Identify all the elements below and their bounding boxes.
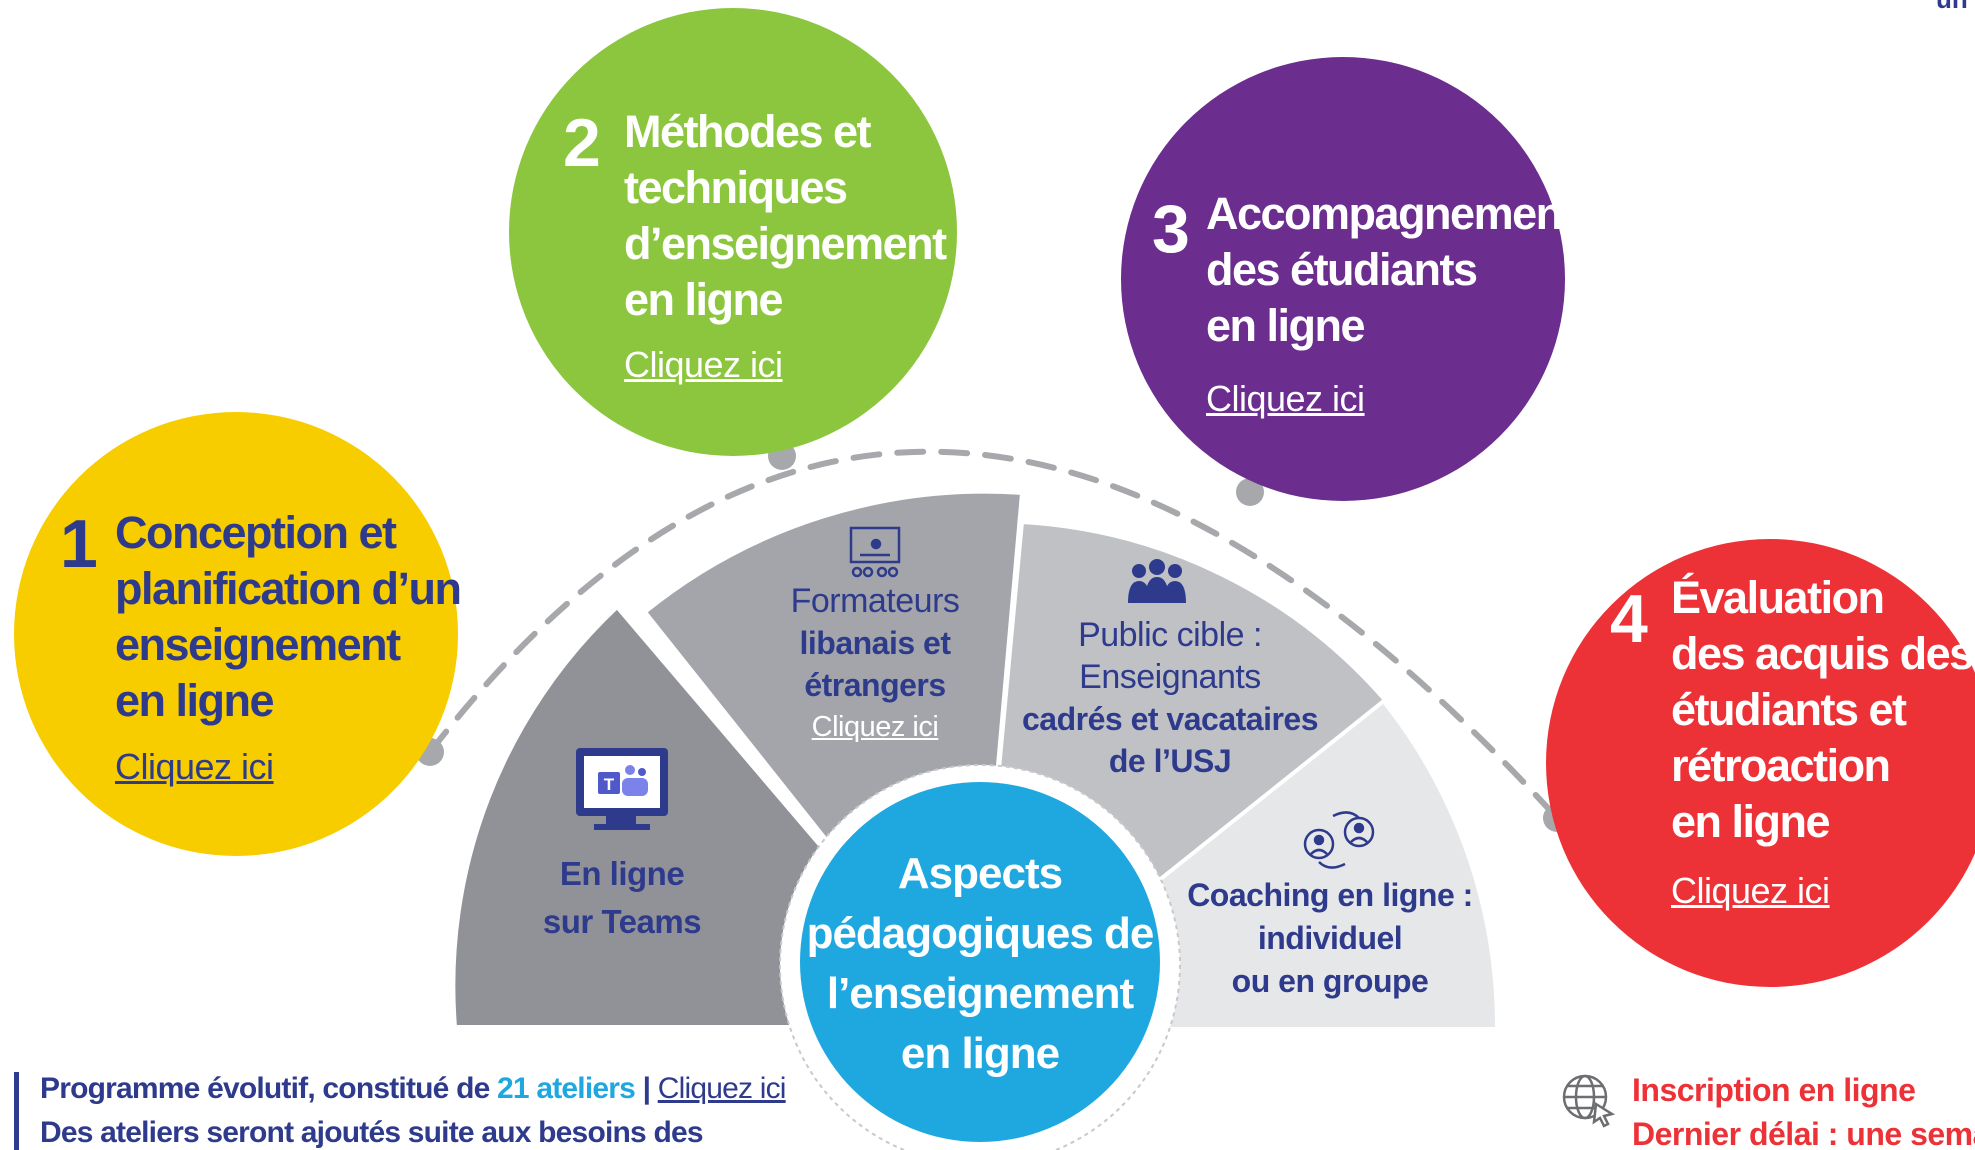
circle-2-title: Méthodes et techniques d’enseignement en…	[624, 106, 947, 325]
footer-program-line: Programme évolutif, constitué de 21 atel…	[40, 1072, 787, 1105]
circle-3-title: Accompagnement des étudiants en ligne	[1206, 188, 1577, 351]
people-group-icon	[1128, 559, 1186, 603]
svg-text:T: T	[604, 775, 615, 794]
segment-trainers-link[interactable]: Cliquez ici	[811, 711, 939, 743]
teams-monitor-icon: T	[576, 748, 668, 830]
corner-text: un	[1936, 0, 1968, 15]
segment-teams-text: En ligne sur Teams	[542, 855, 702, 940]
circle-1-link[interactable]: Cliquez ici	[115, 746, 274, 787]
segment-trainers-text: Formateurs libanais et étrangers Cliquez…	[765, 580, 985, 748]
circle-3-link[interactable]: Cliquez ici	[1206, 378, 1365, 419]
center-title: Aspects pédagogiques de l’enseignement e…	[806, 849, 1155, 1078]
workshop-count: 21 ateliers	[497, 1072, 636, 1105]
arc-dot	[1236, 478, 1264, 506]
circle-4-link[interactable]: Cliquez ici	[1671, 870, 1830, 911]
circle-2-number: 2	[563, 105, 601, 181]
circle-1-number: 1	[60, 506, 98, 582]
footer-program-link[interactable]: Cliquez ici	[657, 1072, 787, 1105]
circle-4-number: 4	[1610, 581, 1648, 657]
segment-coaching-text: Coaching en ligne : individuel ou en gro…	[1187, 877, 1473, 999]
circle-1-title: Conception et planification d’un enseign…	[115, 507, 462, 726]
coaching-exchange-icon	[1303, 811, 1375, 869]
circle-2-shape	[509, 8, 957, 456]
circle-2-link[interactable]: Cliquez ici	[624, 344, 783, 385]
timeline-arc	[427, 448, 1560, 821]
presentation-board-icon	[849, 526, 901, 578]
circle-3-number: 3	[1152, 191, 1190, 267]
footer-accent-bar	[14, 1072, 19, 1150]
footer-note-line: Des ateliers seront ajoutés suite aux be…	[40, 1116, 704, 1149]
circle-4-shape	[1546, 539, 1975, 987]
circle-4-title: Évaluation des acquis des étudiants et r…	[1671, 572, 1974, 847]
center-circle-shape	[800, 782, 1160, 1142]
globe-cursor-icon	[1562, 1074, 1616, 1128]
circle-1-shape	[14, 412, 458, 856]
registration-label[interactable]: Inscription en ligne	[1632, 1072, 1916, 1108]
deadline-label: Dernier délai : une semain	[1632, 1116, 1975, 1150]
circle-3-shape	[1121, 57, 1565, 501]
segment-audience-text: Public cible : Enseignants cadrés et vac…	[1022, 616, 1319, 779]
